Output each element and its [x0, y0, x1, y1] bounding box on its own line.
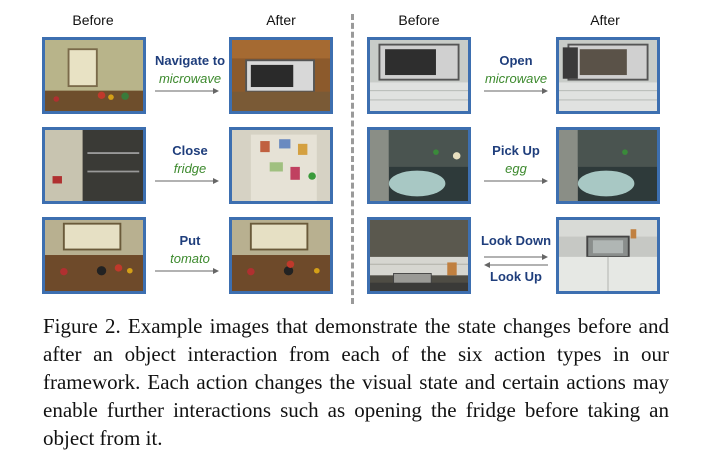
arrow-left-icon [484, 262, 548, 268]
action-verb: Open [499, 53, 533, 68]
arrow-right-icon [155, 88, 219, 94]
arrow-right-icon [484, 178, 548, 184]
after-image-put [229, 217, 333, 294]
after-image-look [556, 217, 660, 294]
column-header-after-left: After [266, 12, 296, 28]
action-verb: Close [172, 143, 208, 158]
before-image-look [367, 217, 471, 294]
arrow-right-icon [155, 178, 219, 184]
action-object: fridge [173, 161, 207, 176]
action-verb: Look Down [480, 233, 552, 248]
column-header-before-left: Before [72, 12, 114, 28]
action-object: microwave [484, 71, 548, 86]
figure-caption: Figure 2. Example images that demonstrat… [43, 314, 669, 450]
action-verb: Navigate to [154, 53, 226, 68]
arrow-right-icon [155, 268, 219, 274]
action-object: microwave [158, 71, 222, 86]
action-look: Look Down [456, 232, 576, 250]
action-navigate: Navigate to microwave [130, 52, 250, 88]
action-look-up: Look Up [456, 268, 576, 286]
before-image-put [42, 217, 146, 294]
action-close: Close fridge [130, 142, 250, 178]
action-verb: Pick Up [492, 143, 540, 158]
after-image-pickup [556, 127, 660, 204]
action-object: egg [505, 161, 527, 176]
action-verb: Put [179, 233, 201, 248]
before-image-pickup [367, 127, 471, 204]
action-put: Put tomato [130, 232, 250, 268]
after-image-navigate [229, 37, 333, 114]
before-image-close [42, 127, 146, 204]
panel-divider [351, 14, 354, 304]
after-image-close [229, 127, 333, 204]
action-object: tomato [170, 251, 210, 266]
before-image-navigate [42, 37, 146, 114]
column-header-before-right: Before [398, 12, 440, 28]
before-image-open [367, 37, 471, 114]
action-pickup: Pick Up egg [456, 142, 576, 178]
after-image-open [556, 37, 660, 114]
arrow-right-icon [484, 88, 548, 94]
action-verb: Look Up [490, 269, 542, 284]
column-header-after-right: After [590, 12, 620, 28]
action-open: Open microwave [456, 52, 576, 88]
arrow-right-icon [484, 254, 548, 260]
